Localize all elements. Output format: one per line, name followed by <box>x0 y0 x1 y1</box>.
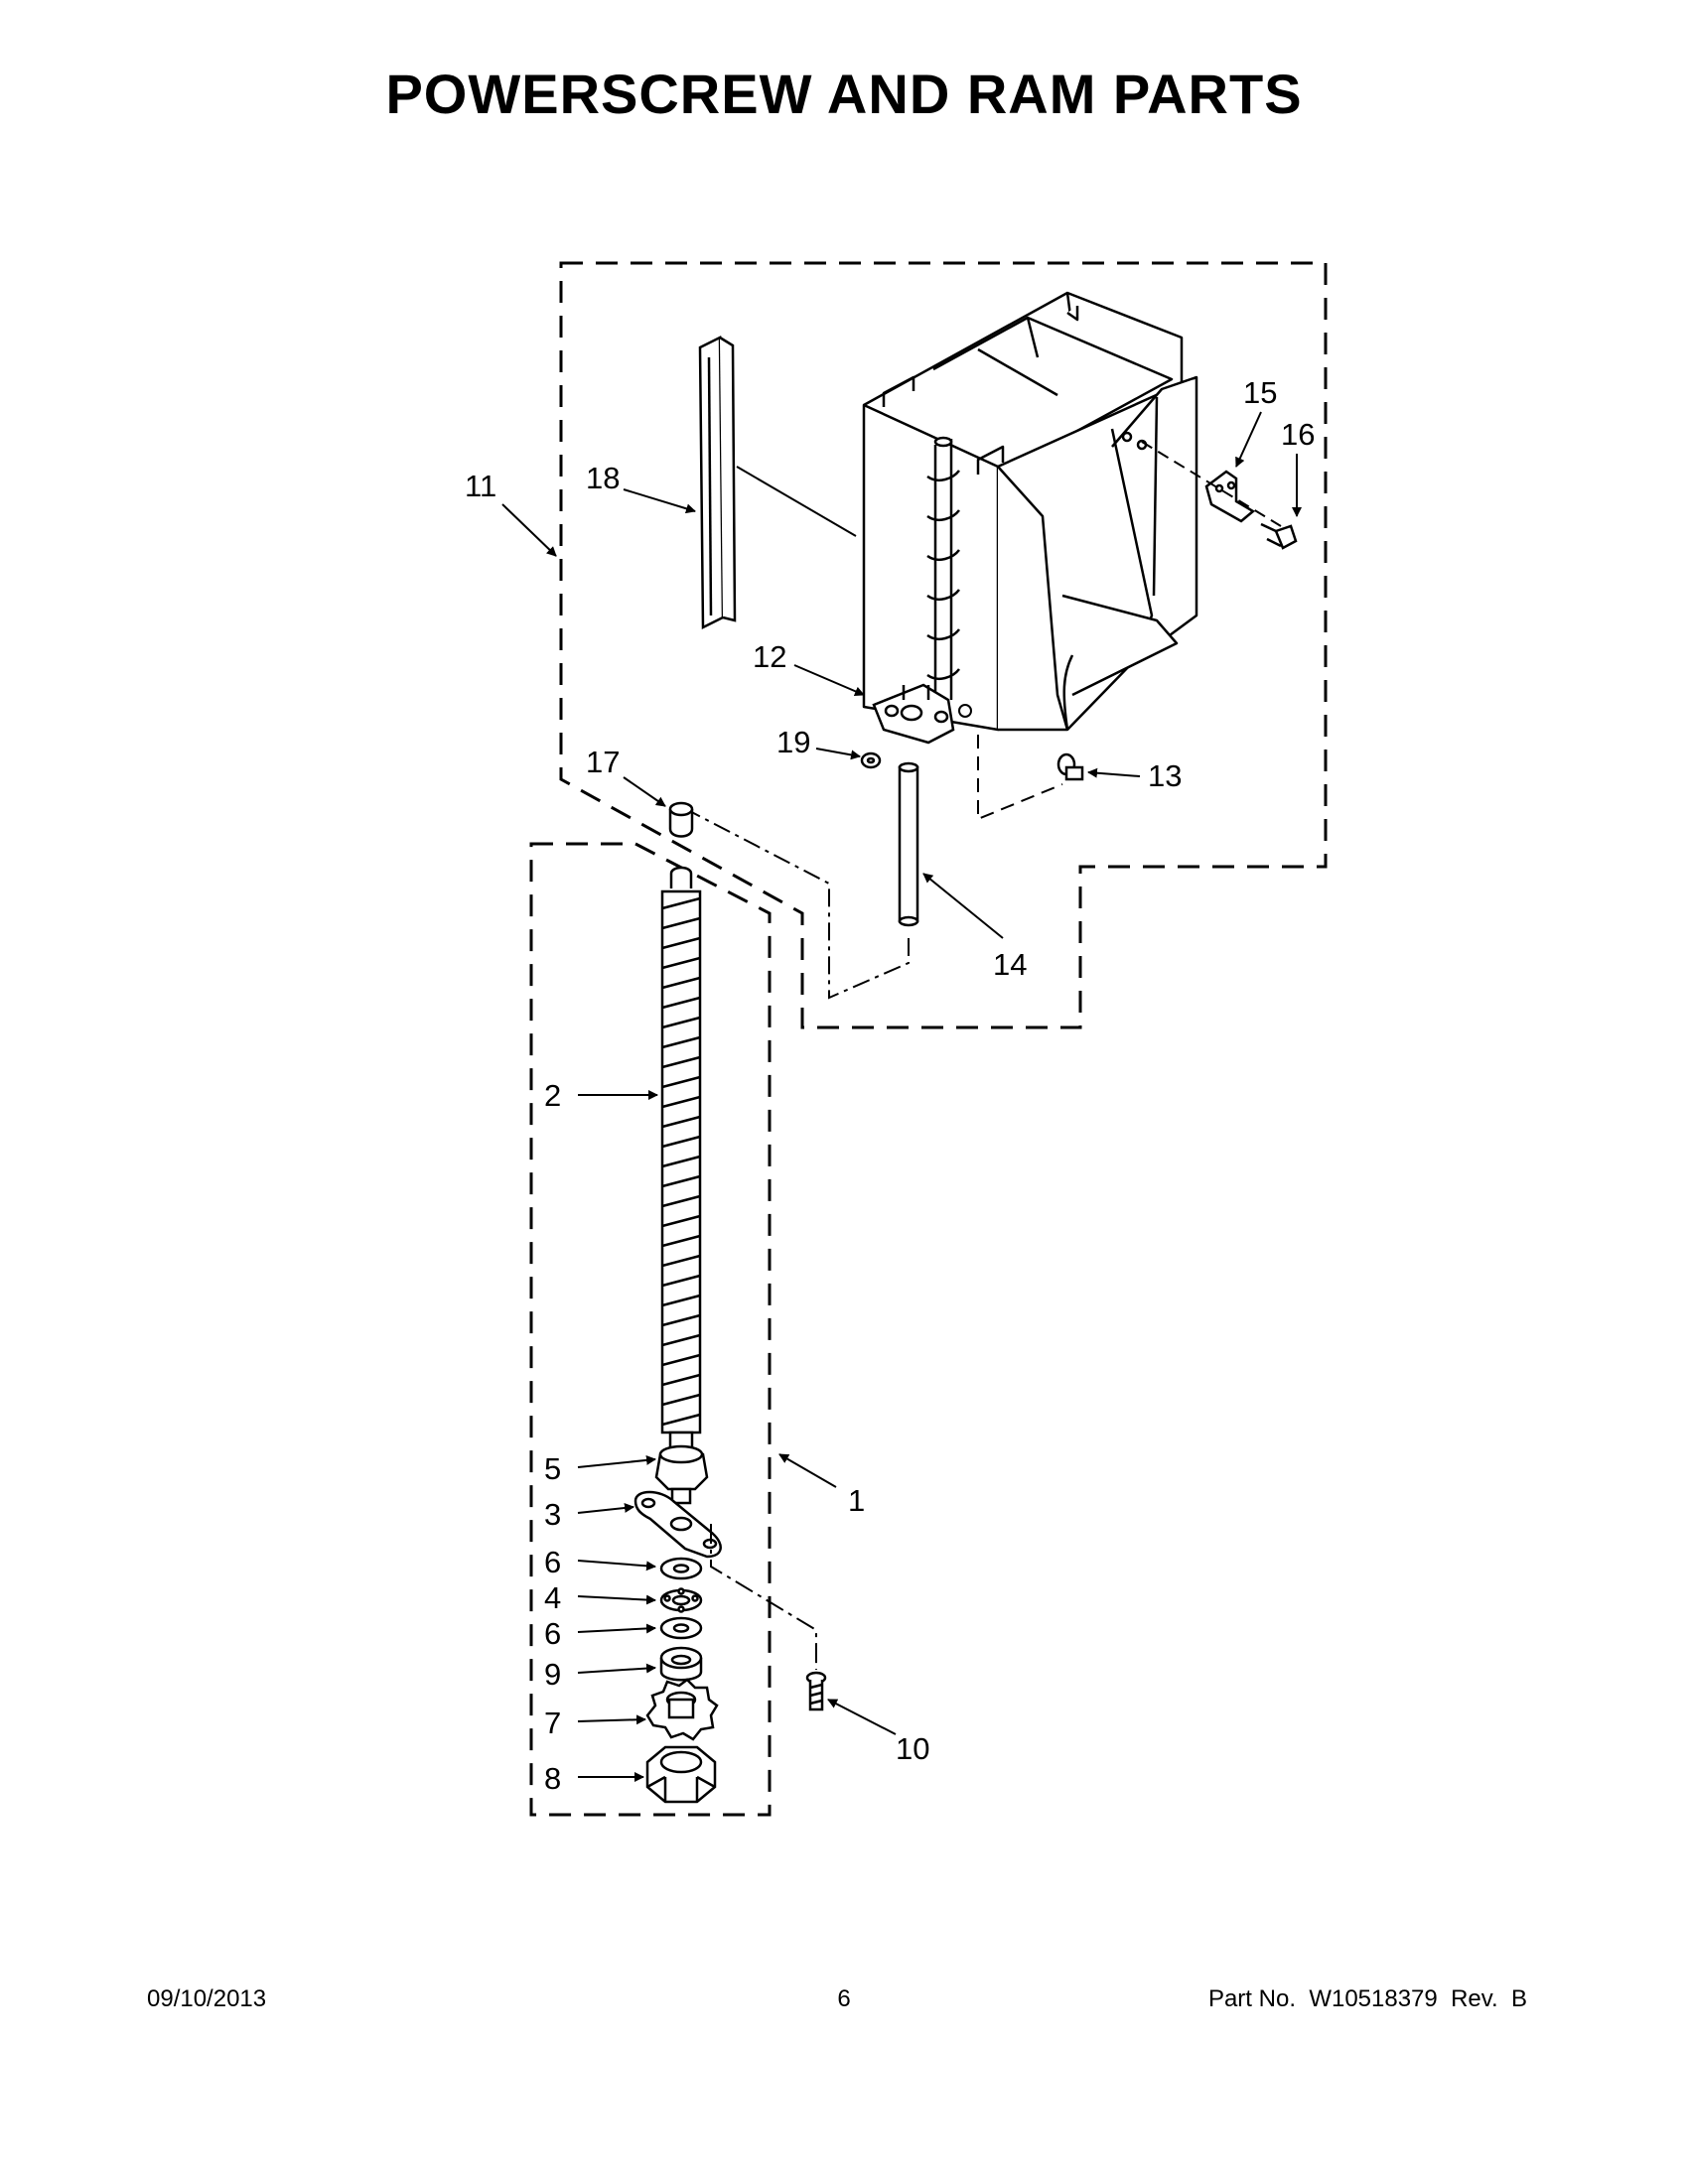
page-title: POWERSCREW AND RAM PARTS <box>385 63 1303 125</box>
footer-page-number: 6 <box>837 1985 851 2012</box>
callout-2: 2 <box>544 1078 561 1113</box>
sprocket-part-7 <box>645 1678 719 1741</box>
clip-part-15 <box>1204 470 1256 523</box>
footer-date: 09/10/2013 <box>147 1985 267 2012</box>
screw-part-10 <box>805 1671 827 1711</box>
hexnut-part-8 <box>645 1745 717 1804</box>
callout-4: 4 <box>544 1580 561 1615</box>
callout-14: 14 <box>993 947 1027 982</box>
callout-12: 12 <box>753 639 786 674</box>
bearing-part-4 <box>659 1587 703 1613</box>
callout-9: 9 <box>544 1657 561 1692</box>
plate-part-3 <box>633 1490 722 1559</box>
ram-container <box>862 291 1198 732</box>
screw-part-16 <box>1260 522 1298 550</box>
ram-helix-guide <box>926 436 960 700</box>
callout-5: 5 <box>544 1451 561 1486</box>
callout-16: 16 <box>1281 417 1315 452</box>
callout-labels: 1 2 3 4 5 6 6 7 8 9 10 11 12 13 14 15 16… <box>465 375 1315 1796</box>
callout-15: 15 <box>1243 375 1277 410</box>
callout-6a: 6 <box>544 1545 561 1579</box>
callout-1: 1 <box>848 1483 865 1518</box>
washer-part-19 <box>860 751 882 769</box>
rail-part-18 <box>698 335 737 630</box>
callout-8: 8 <box>544 1761 561 1796</box>
callout-18: 18 <box>586 461 620 495</box>
bracket-part-12 <box>872 683 955 745</box>
callout-3: 3 <box>544 1497 561 1532</box>
footer-part-number: Part No. W10518379 Rev. B <box>1207 1985 1527 2012</box>
callout-17: 17 <box>586 745 620 779</box>
callout-7: 7 <box>544 1706 561 1740</box>
washer-part-6-upper <box>659 1557 703 1580</box>
ram-assembly-boundary <box>559 261 1328 1029</box>
powerscrew-part-2 <box>660 866 702 1464</box>
callout-19: 19 <box>776 725 810 759</box>
powerscrew-assembly-boundary <box>529 842 772 1817</box>
callout-11: 11 <box>465 469 496 503</box>
washer-part-6-lower <box>659 1616 703 1640</box>
nut-part-5 <box>654 1444 709 1505</box>
pin-part-14 <box>898 761 919 927</box>
cap-part-17 <box>668 801 694 838</box>
callout-13: 13 <box>1148 758 1182 793</box>
leader-arrows <box>501 411 1302 1782</box>
screw-part-13 <box>1056 752 1084 781</box>
callout-6b: 6 <box>544 1616 561 1651</box>
bushing-part-9 <box>659 1646 703 1682</box>
callout-10: 10 <box>896 1731 929 1766</box>
